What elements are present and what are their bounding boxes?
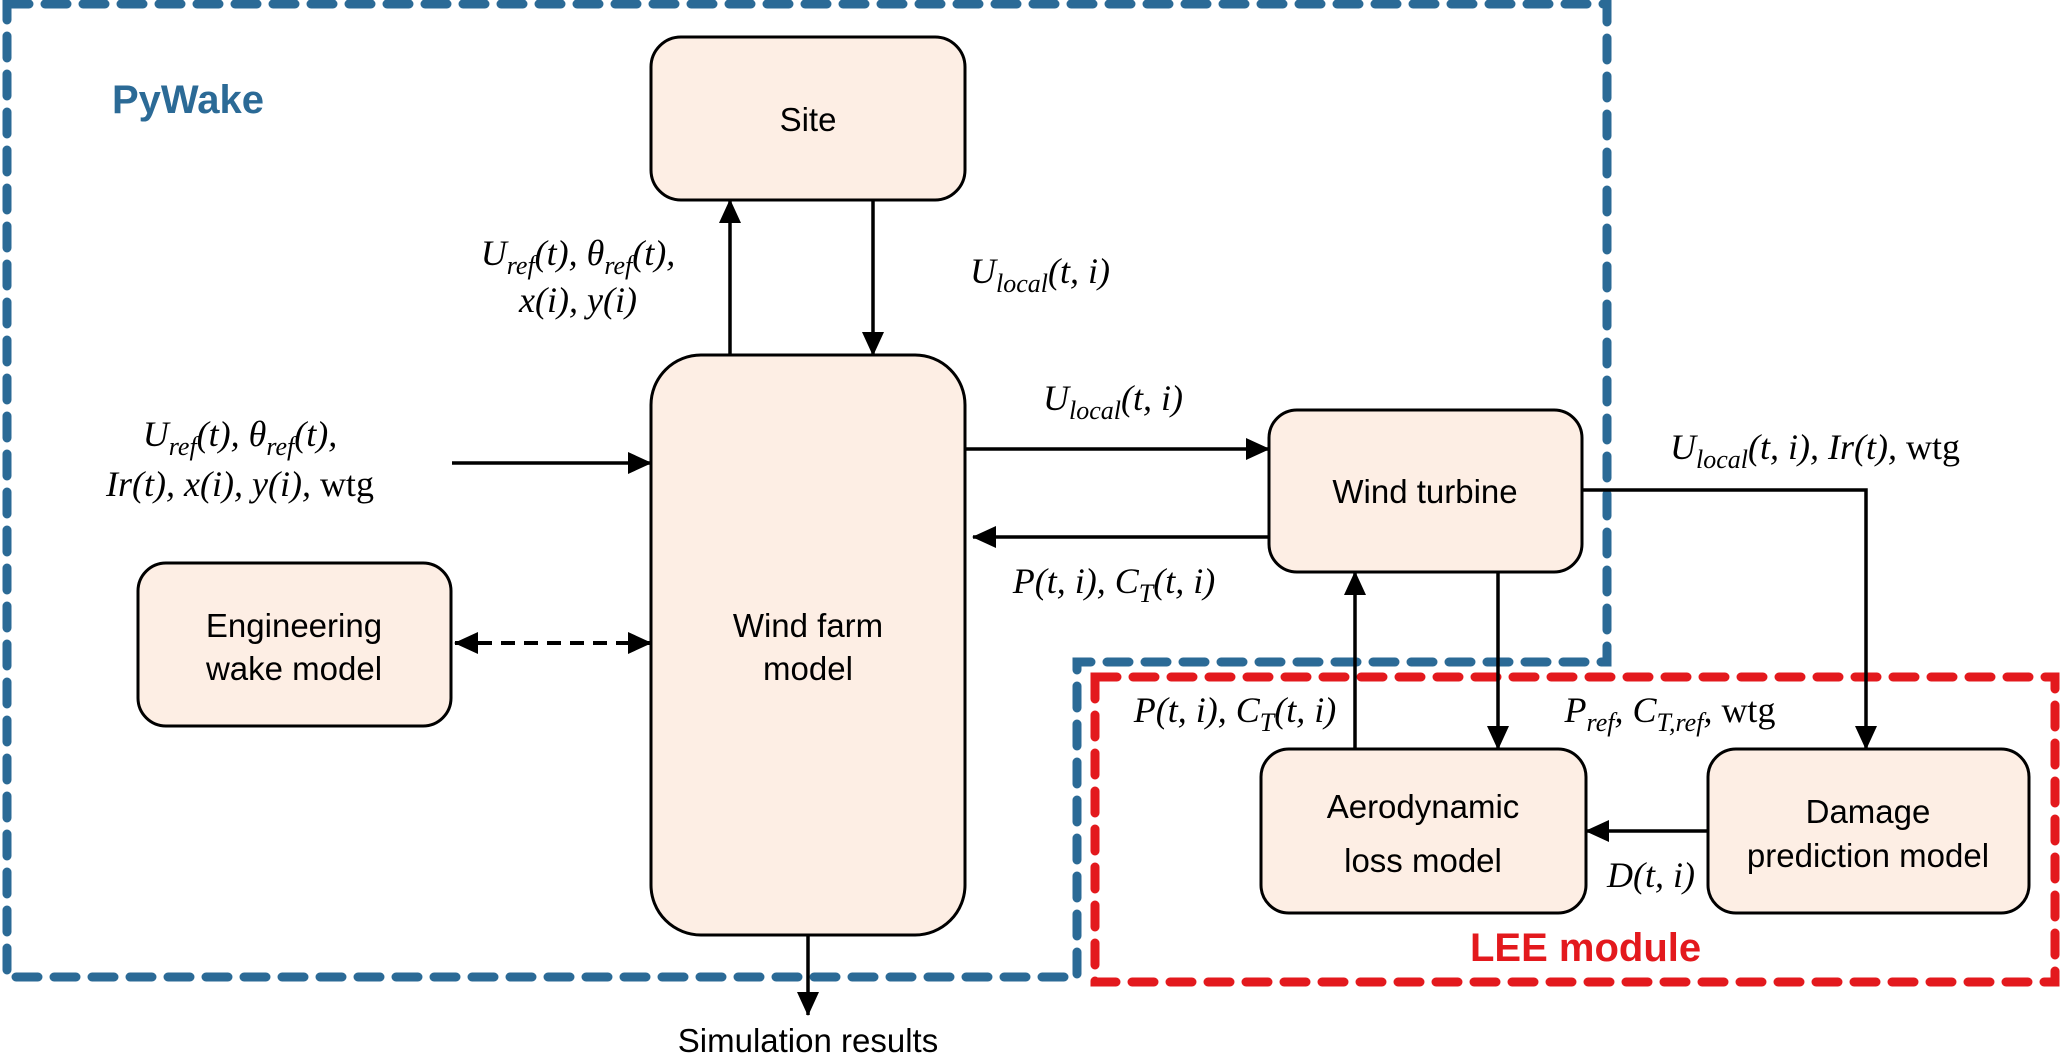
engineering-wake-model-label-line2: wake model: [205, 650, 382, 687]
wind-farm-model-node[interactable]: Wind farm model: [649, 353, 967, 937]
edge-label-turbine-to-loss: Pref, CT,ref, wtg: [1564, 690, 1776, 737]
wind-turbine-node[interactable]: Wind turbine: [1267, 408, 1584, 574]
aerodynamic-loss-model-label-line1: Aerodynamic: [1327, 788, 1520, 825]
turbine-to-damage-arrow: [1582, 488, 1877, 750]
engineering-wake-model-label-line1: Engineering: [206, 607, 382, 644]
pywake-group-title: PyWake: [112, 78, 264, 122]
lee-module-group-border: [1090, 672, 2060, 987]
edge-label-farm-to-turbine: Ulocal(t, i): [1043, 378, 1183, 425]
site-label: Site: [780, 101, 837, 138]
wind-turbine-label: Wind turbine: [1332, 473, 1517, 510]
edge-label-loss-to-turbine: P(t, i), CT(t, i): [1133, 690, 1336, 737]
damage-prediction-model-node[interactable]: Damage prediction model: [1706, 747, 2031, 915]
lee-module-group-title: LEE module: [1470, 926, 1701, 970]
wind-farm-model-label-line2: model: [763, 650, 853, 687]
engineering-wake-model-node[interactable]: Engineering wake model: [136, 561, 453, 728]
edge-label-input-line2: Ir(t), x(i), y(i), wtg: [105, 464, 374, 504]
damage-prediction-model-label-line1: Damage: [1806, 793, 1931, 830]
simulation-results-label: Simulation results: [678, 1022, 938, 1059]
site-box[interactable]: [649, 35, 967, 202]
edge-label-turbine-to-damage: Ulocal(t, i), Ir(t), wtg: [1670, 427, 1960, 474]
damage-prediction-model-box[interactable]: [1706, 747, 2031, 915]
edge-label-to-site-line1: Uref(t), θref(t),: [481, 233, 676, 280]
wind-farm-model-label-line1: Wind farm: [733, 607, 883, 644]
aerodynamic-loss-model-label-line2: loss model: [1344, 842, 1502, 879]
wind-farm-model-box[interactable]: [649, 353, 967, 937]
edge-label-turbine-to-farm: P(t, i), CT(t, i): [1012, 561, 1215, 608]
edge-label-input-line1: Uref(t), θref(t),: [143, 414, 338, 461]
edge-label-from-site: Ulocal(t, i): [970, 251, 1110, 298]
pywake-group-border: [2, 0, 1612, 982]
site-node[interactable]: Site: [649, 35, 967, 202]
aerodynamic-loss-model-box[interactable]: [1259, 747, 1588, 915]
aerodynamic-loss-model-node[interactable]: Aerodynamic loss model: [1259, 747, 1588, 915]
edge-label-damage-to-loss: D(t, i): [1606, 855, 1695, 895]
engineering-wake-model-box[interactable]: [136, 561, 453, 728]
damage-prediction-model-label-line2: prediction model: [1747, 837, 1989, 874]
edge-label-to-site-line2: x(i), y(i): [518, 280, 637, 320]
